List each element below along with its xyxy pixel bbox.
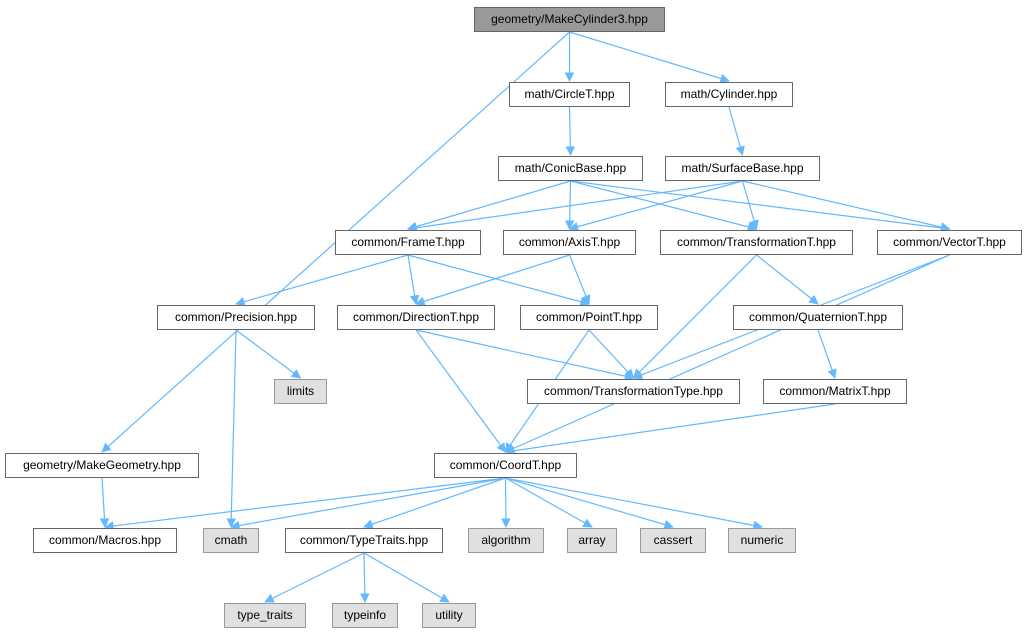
- edge-conicBase-to-axisT: [564, 180, 575, 230]
- edge-frameT-to-pointT: [407, 254, 590, 307]
- node-frameT[interactable]: common/FrameT.hpp: [335, 230, 481, 255]
- edge-makeGeometry-to-macros: [99, 477, 110, 528]
- edge-surfaceBase-to-vectorT: [742, 180, 951, 232]
- node-transformationType[interactable]: common/TransformationType.hpp: [527, 379, 740, 404]
- node-coordT[interactable]: common/CoordT.hpp: [434, 453, 577, 478]
- node-pointT[interactable]: common/PointT.hpp: [520, 305, 658, 330]
- edge-frameT-to-precision: [235, 254, 409, 307]
- edge-directionT-to-transformationType: [415, 329, 635, 381]
- node-type_traits: type_traits: [224, 603, 306, 628]
- node-quaternionT[interactable]: common/QuaternionT.hpp: [733, 305, 903, 330]
- node-transformationT[interactable]: common/TransformationT.hpp: [660, 230, 853, 255]
- node-typeTraits[interactable]: common/TypeTraits.hpp: [285, 528, 443, 553]
- node-makeGeometry[interactable]: geometry/MakeGeometry.hpp: [5, 453, 199, 478]
- edge-circleT-to-conicBase: [565, 106, 576, 156]
- edge-coordT-to-numeric: [505, 477, 763, 531]
- edge-conicBase-to-vectorT: [570, 180, 951, 233]
- node-matrixT[interactable]: common/MatrixT.hpp: [763, 379, 907, 404]
- node-directionT[interactable]: common/DirectionT.hpp: [337, 305, 495, 330]
- node-conicBase[interactable]: math/ConicBase.hpp: [498, 156, 643, 181]
- edge-frameT-to-directionT: [407, 254, 420, 305]
- edge-typeTraits-to-typeinfo: [360, 552, 370, 603]
- node-cylinder[interactable]: math/Cylinder.hpp: [665, 82, 793, 107]
- node-limits: limits: [274, 379, 327, 404]
- edge-coordT-to-array: [505, 477, 593, 528]
- edge-directionT-to-coordT: [415, 329, 507, 453]
- node-axisT[interactable]: common/AxisT.hpp: [503, 230, 636, 255]
- edge-surfaceBase-to-transformationT: [741, 180, 759, 230]
- node-vectorT[interactable]: common/VectorT.hpp: [877, 230, 1022, 255]
- edge-typeTraits-to-type_traits: [264, 552, 365, 603]
- node-array: array: [567, 528, 617, 553]
- edge-surfaceBase-to-axisT: [568, 180, 743, 232]
- node-numeric: numeric: [728, 528, 796, 553]
- edge-precision-to-cmath: [226, 329, 237, 528]
- node-utility: utility: [422, 603, 476, 628]
- edge-transformationT-to-quaternionT: [756, 254, 819, 305]
- edge-typeTraits-to-utility: [363, 552, 450, 603]
- edge-coordT-to-cassert: [505, 477, 674, 530]
- edge-axisT-to-directionT: [415, 254, 570, 306]
- node-surfaceBase[interactable]: math/SurfaceBase.hpp: [665, 156, 820, 181]
- edge-conicBase-to-frameT: [407, 180, 571, 232]
- edge-coordT-to-typeTraits: [363, 477, 506, 529]
- edge-conicBase-to-transformationT: [570, 180, 758, 232]
- edge-coordT-to-macros: [104, 477, 506, 531]
- edge-root-to-cylinder: [569, 31, 730, 84]
- edge-precision-to-limits: [235, 329, 302, 379]
- node-cmath: cmath: [203, 528, 259, 553]
- edge-surfaceBase-to-frameT: [407, 180, 743, 233]
- edge-quaternionT-to-matrixT: [817, 329, 837, 379]
- edge-cylinder-to-surfaceBase: [728, 106, 745, 156]
- node-circleT[interactable]: math/CircleT.hpp: [509, 82, 630, 107]
- edge-transformationT-to-transformationType: [632, 254, 757, 379]
- edge-coordT-to-cmath: [230, 477, 506, 531]
- node-algorithm: algorithm: [468, 528, 544, 553]
- node-precision[interactable]: common/Precision.hpp: [157, 305, 315, 330]
- node-root: geometry/MakeCylinder3.hpp: [474, 7, 665, 32]
- node-cassert: cassert: [640, 528, 706, 553]
- edge-axisT-to-pointT: [568, 254, 591, 305]
- edge-matrixT-to-coordT: [504, 403, 836, 456]
- node-macros[interactable]: common/Macros.hpp: [33, 528, 177, 553]
- edge-vectorT-to-coordT: [504, 254, 950, 453]
- edge-coordT-to-algorithm: [501, 477, 511, 528]
- edge-pointT-to-transformationType: [588, 329, 635, 379]
- node-typeinfo: typeinfo: [332, 603, 398, 628]
